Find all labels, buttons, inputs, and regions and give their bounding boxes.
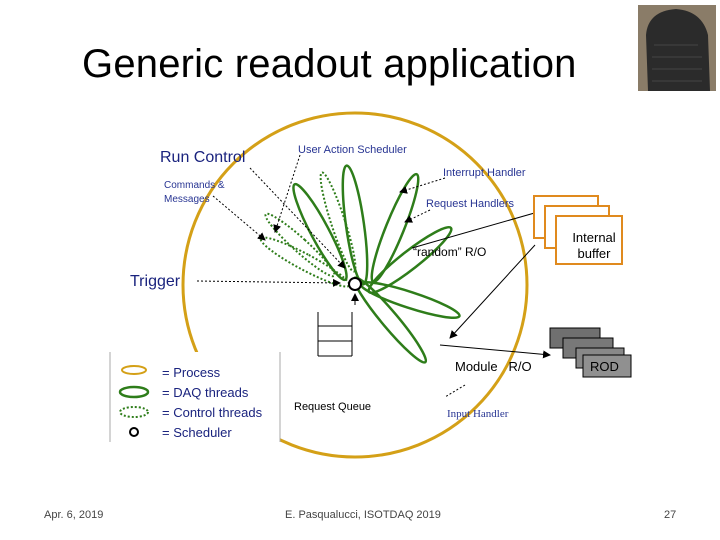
commands-label-1: Commands & [164, 180, 225, 191]
rod-stack [549, 327, 632, 378]
random-ro-label: “random” R/O [413, 245, 486, 259]
input-handler-label: Input Handler [447, 408, 509, 420]
daq-threads [292, 164, 461, 364]
rod-label: ROD [590, 359, 619, 374]
legend-daq-label: = DAQ threads [162, 385, 249, 400]
request-queue-label: Request Queue [294, 401, 371, 413]
scheduler-node [348, 277, 362, 291]
request-queue-box [317, 312, 353, 357]
footer-author: E. Pasqualucci, ISOTDAQ 2019 [285, 509, 441, 521]
internal-buffer-stack [533, 195, 623, 265]
legend-process-label: = Process [162, 365, 221, 380]
module-ro-label: Module R/O [455, 359, 532, 374]
run-control-label: Run Control [160, 149, 245, 166]
legend-process-symbol [121, 365, 147, 375]
internal-buffer-label-2: buffer [577, 246, 611, 261]
legend-daq-symbol [118, 385, 150, 399]
legend [109, 352, 281, 442]
legend-scheduler-symbol [129, 427, 139, 437]
legend-control-symbol [119, 406, 149, 418]
trigger-label: Trigger [130, 273, 181, 290]
control-threads [259, 171, 357, 288]
page-number: 27 [664, 509, 677, 521]
legend-scheduler-label: = Scheduler [162, 425, 232, 440]
legend-control-label: = Control threads [162, 405, 263, 420]
interrupt-handler-label: Interrupt Handler [443, 167, 526, 179]
commands-label-2: Messages [164, 194, 210, 205]
stone-image [638, 5, 716, 91]
user-action-scheduler-label: User Action Scheduler [298, 144, 407, 156]
internal-buffer-label-1: Internal [572, 230, 615, 245]
footer-date: Apr. 6, 2019 [44, 509, 104, 521]
arrows [196, 154, 551, 398]
process-ring [181, 111, 529, 459]
slide-title: Generic readout application [82, 42, 577, 86]
request-handlers-label: Request Handlers [426, 198, 515, 210]
